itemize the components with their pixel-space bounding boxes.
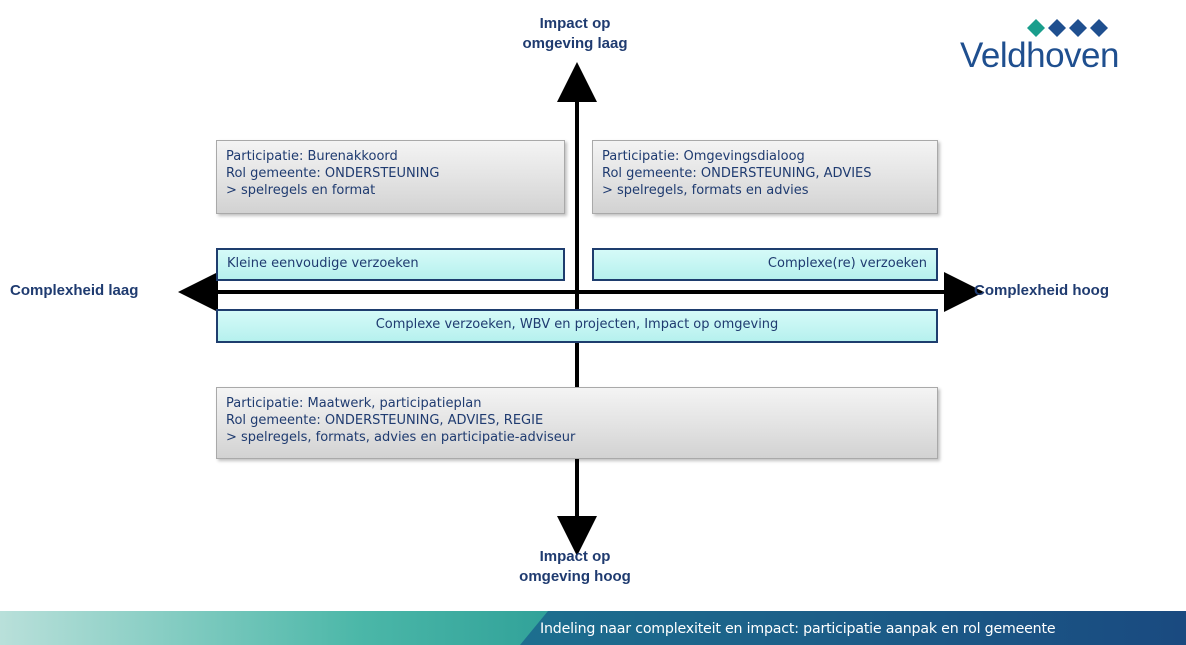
box-line: > spelregels en format [226, 183, 376, 198]
box-line: > spelregels, formats, advies en partici… [226, 430, 576, 445]
footer-caption: Indeling naar complexiteit en impact: pa… [540, 621, 1056, 637]
axis-label-bottom-line-1: Impact op [539, 548, 611, 565]
axis-label-bottom-line-2: omgeving hoog [519, 568, 631, 585]
quadrant-box-bottom: Participatie: Maatwerk, participatieplan… [216, 387, 938, 459]
veldhoven-logo: Veldhoven [960, 18, 1160, 78]
quadrant-box-top-left: Participatie: Burenakkoord Rol gemeente:… [216, 140, 565, 214]
axis-label-top: Impact op omgeving laag [490, 14, 660, 54]
logo-text: Veldhoven [960, 36, 1119, 75]
box-line: Participatie: Burenakkoord [226, 149, 398, 164]
chip-complex-projects: Complexe verzoeken, WBV en projecten, Im… [216, 309, 938, 343]
axis-label-top-line-1: Impact op [539, 15, 611, 32]
logo-diamonds-icon [1027, 19, 1108, 37]
axis-label-right: Complexheid hoog [974, 282, 1109, 299]
box-line: Rol gemeente: ONDERSTEUNING, ADVIES [602, 166, 872, 181]
footer-band [0, 611, 1186, 645]
box-line: Rol gemeente: ONDERSTEUNING, ADVIES, REG… [226, 413, 544, 428]
quadrant-box-top-right: Participatie: Omgevingsdialoog Rol gemee… [592, 140, 938, 214]
axis-label-bottom: Impact op omgeving hoog [490, 547, 660, 587]
box-line: Rol gemeente: ONDERSTEUNING [226, 166, 440, 181]
box-line: > spelregels, formats en advies [602, 183, 809, 198]
box-line: Participatie: Maatwerk, participatieplan [226, 396, 482, 411]
chip-small-requests: Kleine eenvoudige verzoeken [216, 248, 565, 281]
axis-label-left: Complexheid laag [10, 282, 139, 299]
chip-complex-requests: Complexe(re) verzoeken [592, 248, 938, 281]
box-line: Participatie: Omgevingsdialoog [602, 149, 805, 164]
axis-label-top-line-2: omgeving laag [522, 35, 628, 52]
